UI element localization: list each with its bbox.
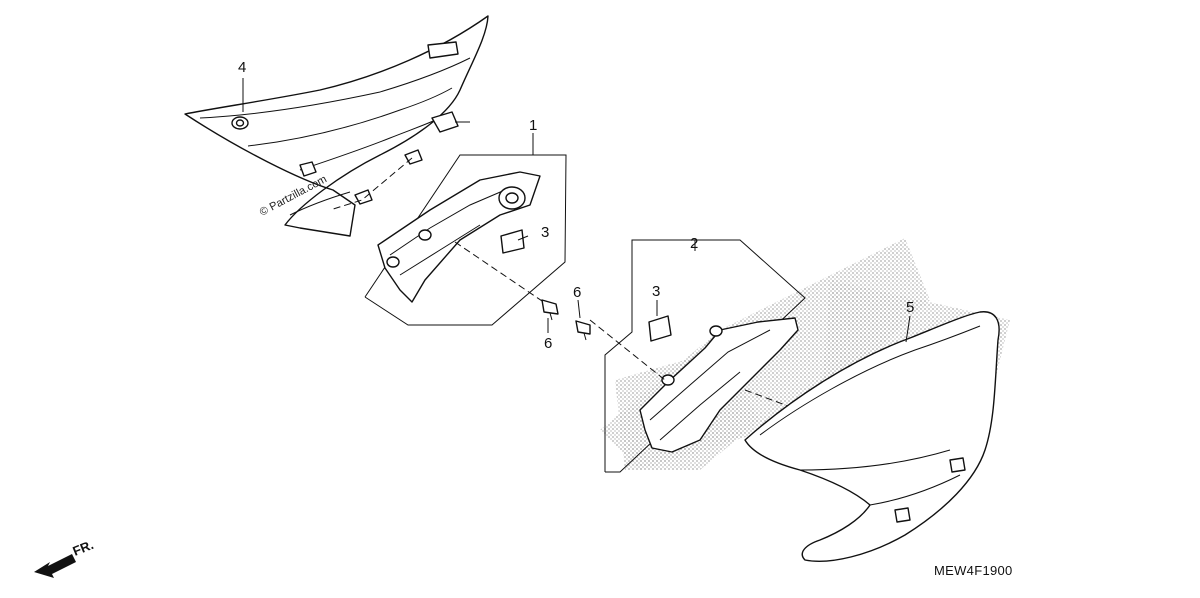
part-6-screw-b [575,320,591,341]
callout-6-right: 6 [573,284,581,301]
callout-4: 4 [238,59,246,76]
callout-3-left: 3 [541,224,549,241]
leader-lines [242,78,911,343]
callout-1: 1 [529,117,537,134]
callout-3-right: 3 [652,283,660,300]
callout-6-left: 6 [544,335,552,352]
callout-5: 5 [906,299,914,316]
part-2-inner-panel [589,239,961,473]
callout-2: 2 [690,235,698,252]
part-1-inner-panel [329,154,567,326]
arrow-left-icon [34,554,76,578]
part-5-lower-cover [744,311,1000,562]
front-direction-indicator: FR. [34,537,96,578]
diagram-code: MEW4F1900 [934,563,1013,578]
part-6-screw-a [541,299,559,321]
direction-label: FR. [71,537,96,559]
